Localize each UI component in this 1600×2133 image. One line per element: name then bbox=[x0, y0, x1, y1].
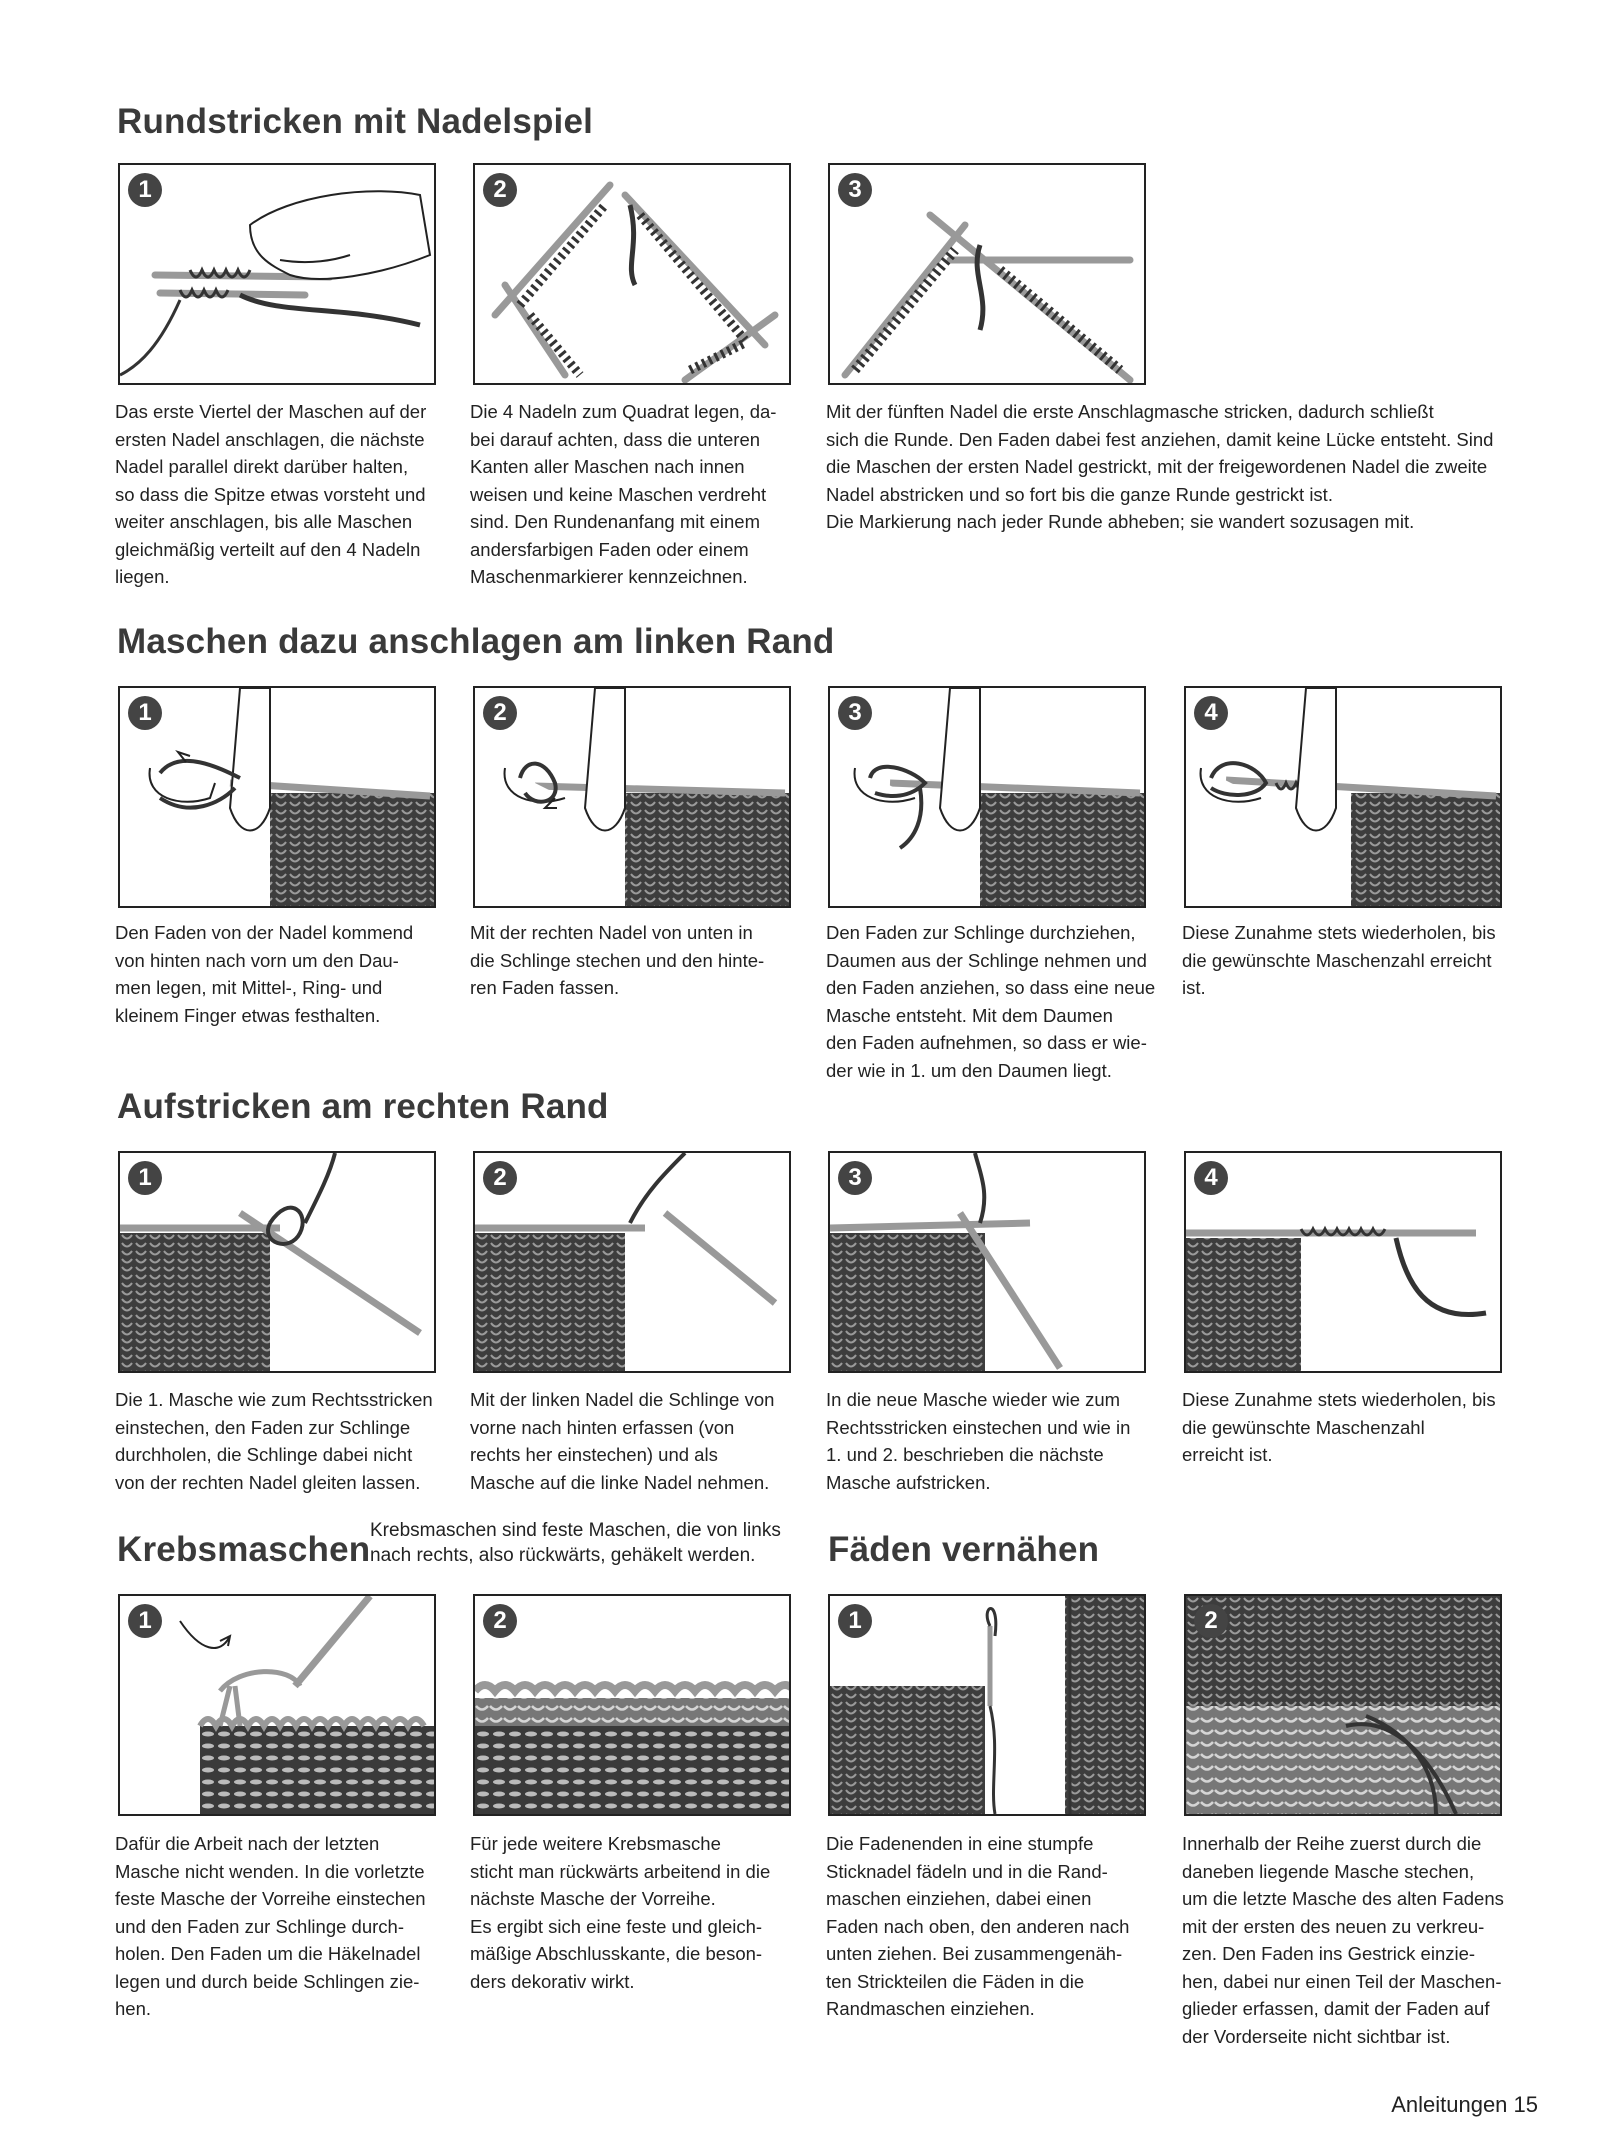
instruction-text: Das erste Viertel der Maschen auf der er… bbox=[115, 398, 426, 591]
step-number-badge: 3 bbox=[838, 173, 872, 207]
illustration-faeden-1: 1 bbox=[828, 1594, 1146, 1816]
fifth-needle-icon bbox=[830, 165, 1144, 383]
step-number-badge: 1 bbox=[128, 1604, 162, 1638]
illustration-rundstricken-3: 3 bbox=[828, 163, 1146, 385]
section-title-faeden: Fäden vernähen bbox=[828, 1530, 1099, 1570]
transfer-loop-icon bbox=[475, 1153, 789, 1371]
instruction-text: Diese Zunahme stets wiederholen, bis die… bbox=[1182, 1386, 1496, 1469]
instruction-text: Die 1. Masche wie zum Rechtsstricken ein… bbox=[115, 1386, 433, 1496]
illustration-rundstricken-2: 2 bbox=[473, 163, 791, 385]
repeat-cast-on-icon bbox=[1186, 1153, 1500, 1371]
step-number-badge: 3 bbox=[838, 1161, 872, 1195]
instruction-text: Den Faden zur Schlinge durchziehen, Daum… bbox=[826, 919, 1155, 1084]
section-title-anschlagen: Maschen dazu anschlagen am linken Rand bbox=[117, 622, 835, 662]
step-number-badge: 3 bbox=[838, 696, 872, 730]
next-stitch-icon bbox=[830, 1153, 1144, 1371]
illustration-aufstricken-1: 1 bbox=[118, 1151, 436, 1373]
illustration-faeden-2: 2 bbox=[1184, 1594, 1502, 1816]
instruction-text: Den Faden von der Nadel kommend von hint… bbox=[115, 919, 413, 1029]
instruction-text: Mit der linken Nadel die Schlinge von vo… bbox=[470, 1386, 774, 1496]
step-number-badge: 4 bbox=[1194, 1161, 1228, 1195]
illustration-krebsmaschen-1: 1 bbox=[118, 1594, 436, 1816]
step-number-badge: 1 bbox=[128, 696, 162, 730]
needle-square-icon bbox=[475, 165, 789, 383]
step-number-badge: 2 bbox=[483, 173, 517, 207]
instruction-text: Innerhalb der Reihe zuerst durch die dan… bbox=[1182, 1830, 1504, 2050]
instruction-text: Die Fadenenden in eine stumpfe Sticknade… bbox=[826, 1830, 1129, 2023]
illustration-aufstricken-2: 2 bbox=[473, 1151, 791, 1373]
instruction-text: Dafür die Arbeit nach der letzten Masche… bbox=[115, 1830, 426, 2023]
illustration-aufstricken-4: 4 bbox=[1184, 1151, 1502, 1373]
step-number-badge: 1 bbox=[838, 1604, 872, 1638]
step-number-badge: 2 bbox=[483, 696, 517, 730]
finished-edge-icon bbox=[475, 1596, 789, 1814]
illustration-rundstricken-1: 1 bbox=[118, 163, 436, 385]
instruction-text: Mit der rechten Nadel von unten in die S… bbox=[470, 919, 764, 1002]
needle-cast-on-icon bbox=[120, 165, 434, 383]
step-number-badge: 4 bbox=[1194, 696, 1228, 730]
step-number-badge: 1 bbox=[128, 1161, 162, 1195]
section-title-aufstricken: Aufstricken am rechten Rand bbox=[117, 1087, 609, 1127]
insert-needle-icon bbox=[120, 1153, 434, 1371]
pull-through-icon bbox=[830, 688, 1144, 906]
step-number-badge: 1 bbox=[128, 173, 162, 207]
illustration-krebsmaschen-2: 2 bbox=[473, 1594, 791, 1816]
section-title-rundstricken: Rundstricken mit Nadelspiel bbox=[117, 102, 593, 142]
crochet-hook-icon bbox=[120, 1596, 434, 1814]
illustration-anschlagen-4: 4 bbox=[1184, 686, 1502, 908]
instruction-text: Mit der fünften Nadel die erste Anschlag… bbox=[826, 398, 1493, 536]
illustration-aufstricken-3: 3 bbox=[828, 1151, 1146, 1373]
repeat-increase-icon bbox=[1186, 688, 1500, 906]
illustration-anschlagen-1: 1 bbox=[118, 686, 436, 908]
step-number-badge: 2 bbox=[1194, 1604, 1228, 1638]
weave-in-icon bbox=[1186, 1596, 1500, 1814]
step-number-badge: 2 bbox=[483, 1604, 517, 1638]
instruction-text: Diese Zunahme stets wiederholen, bis die… bbox=[1182, 919, 1496, 1002]
instruction-text: In die neue Masche wieder wie zum Rechts… bbox=[826, 1386, 1130, 1496]
page-footer: Anleitungen 15 bbox=[1391, 2092, 1538, 2118]
sewing-needle-icon bbox=[830, 1596, 1144, 1814]
instruction-text: Die 4 Nadeln zum Quadrat legen, da- bei … bbox=[470, 398, 776, 591]
illustration-anschlagen-2: 2 bbox=[473, 686, 791, 908]
instruction-text: Für jede weitere Krebsmasche sticht man … bbox=[470, 1830, 770, 1995]
section-title-krebsmaschen: Krebsmaschen bbox=[117, 1530, 370, 1570]
krebsmaschen-intro: Krebsmaschen sind feste Maschen, die von… bbox=[370, 1518, 781, 1568]
step-number-badge: 2 bbox=[483, 1161, 517, 1195]
thumb-loop-icon bbox=[120, 688, 434, 906]
illustration-anschlagen-3: 3 bbox=[828, 686, 1146, 908]
needle-through-loop-icon bbox=[475, 688, 789, 906]
